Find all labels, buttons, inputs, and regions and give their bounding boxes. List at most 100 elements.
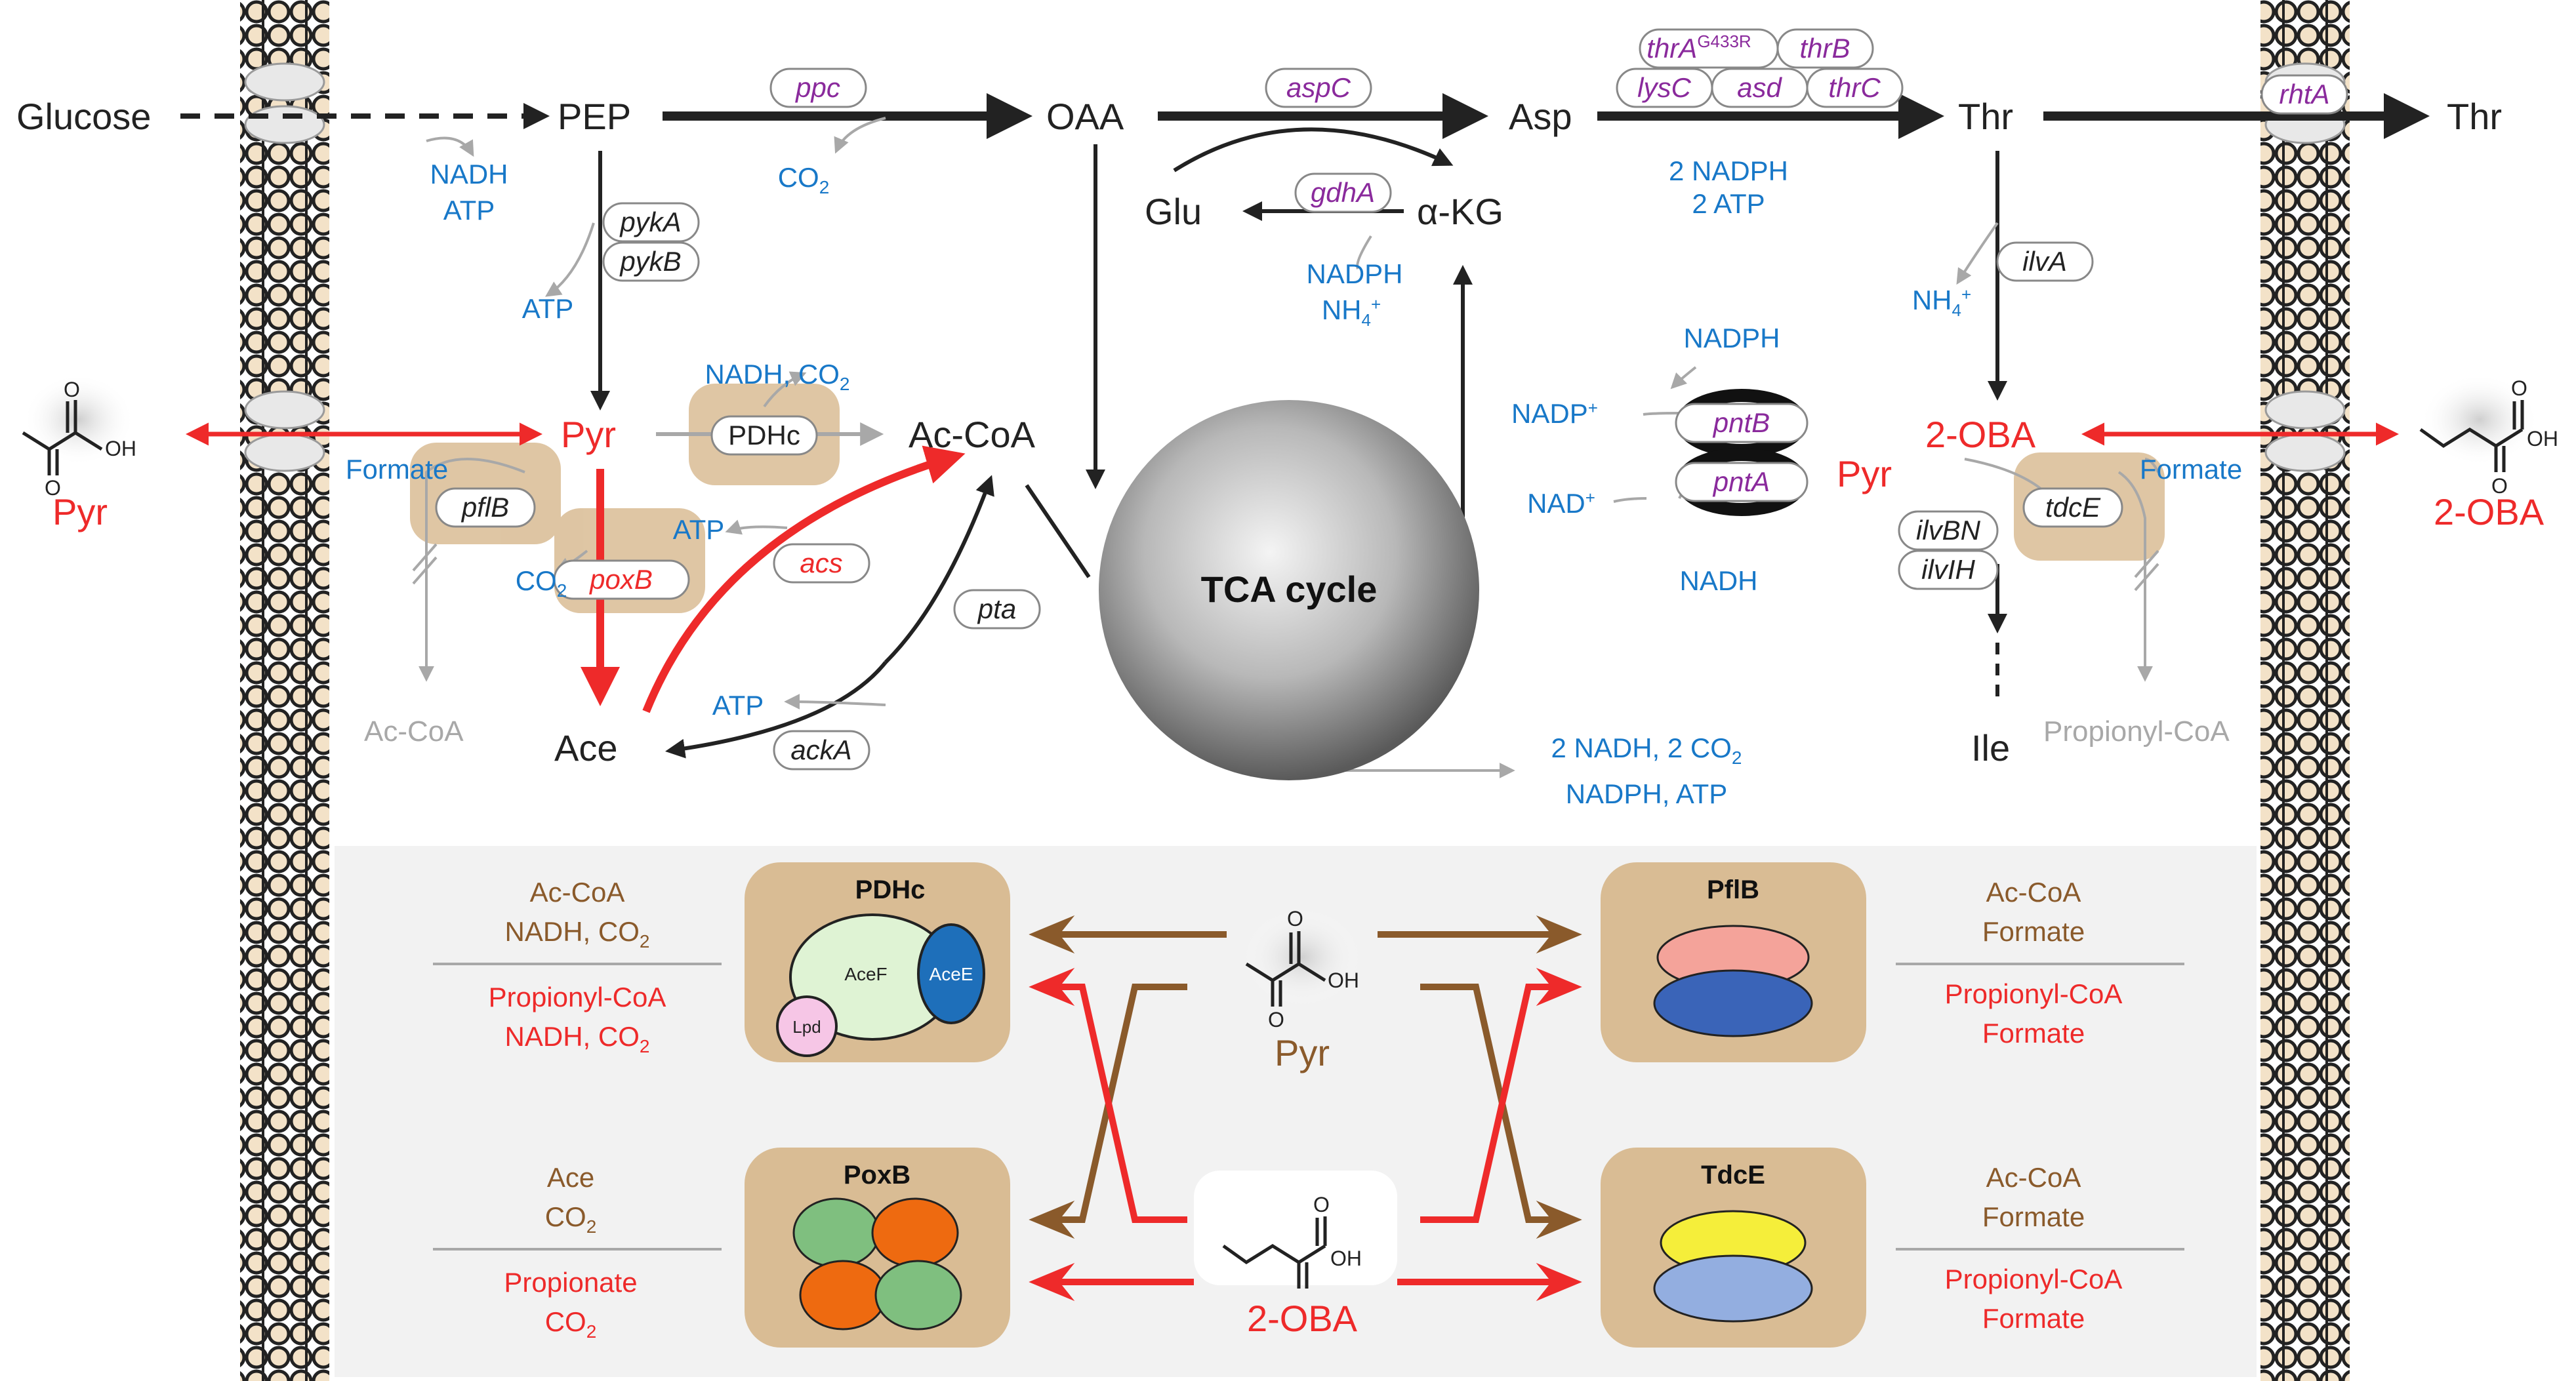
- gene-pills: [435, 28, 2348, 771]
- pep-label: PEP: [558, 96, 631, 137]
- svg-text:PoxB: PoxB: [844, 1161, 910, 1190]
- panel-pyr-label: Pyr: [1275, 1032, 1330, 1073]
- pdhc-oba-product-1: Propionyl-CoA: [489, 982, 666, 1012]
- tdce-pyr-product-2: Formate: [1982, 1201, 2085, 1232]
- nadh-co2-pdh-label: NADH, CO2: [705, 359, 850, 394]
- panel-dividers: [433, 963, 2184, 1251]
- accoa-label: Ac-CoA: [909, 414, 1036, 455]
- panel-pyruvate-structure: O O OH: [1243, 907, 1361, 1031]
- svg-text:O: O: [45, 476, 61, 500]
- glu-label: Glu: [1145, 191, 1202, 232]
- atp-pyk-label: ATP: [522, 293, 574, 324]
- asd-label: asd: [1737, 72, 1782, 103]
- main-arrows: [180, 93, 2430, 759]
- svg-text:PflB: PflB: [1707, 875, 1759, 904]
- gdha-label: gdhA: [1311, 177, 1375, 208]
- panel-arrows: [1029, 915, 1582, 1302]
- formate-right-label: Formate: [2140, 454, 2242, 485]
- pta-label: pta: [977, 593, 1016, 624]
- formate-left-label: Formate: [346, 454, 448, 485]
- nadph-pnt-label: NADPH: [1683, 323, 1780, 353]
- right-membrane: [2260, 0, 2350, 1381]
- svg-text:AceE: AceE: [930, 964, 973, 984]
- pyr-label: Pyr: [561, 414, 616, 455]
- pflb-oba-product-2: Formate: [1982, 1018, 2085, 1049]
- atp-acs-label: ATP: [673, 514, 725, 545]
- pnta-label: pntA: [1712, 466, 1770, 497]
- svg-text:O: O: [1268, 1008, 1284, 1031]
- oba-extracellular-label: 2-OBA: [2434, 491, 2545, 532]
- nadph-thr-label: 2 NADPH: [1669, 155, 1788, 186]
- pyruvate-structure-left: O O OH: [22, 374, 136, 500]
- poxb-pyr-product-2: CO2: [545, 1201, 597, 1237]
- poxb-oba-product-2: CO2: [545, 1306, 597, 1342]
- svg-text:O: O: [2491, 474, 2508, 498]
- poxb-label: poxB: [588, 564, 653, 595]
- oba-label: 2-OBA: [1925, 414, 2036, 455]
- nadh-pnt-label: NADH: [1679, 565, 1757, 596]
- svg-text:OH: OH: [105, 437, 136, 460]
- thr-extracellular-label: Thr: [2447, 96, 2502, 137]
- thra-label: thrAG433R: [1646, 31, 1751, 64]
- nadh-label: NADH: [430, 159, 508, 190]
- akg-label: α-KG: [1417, 191, 1503, 232]
- atp-ack-label: ATP: [712, 690, 764, 721]
- pflb-oba-product-1: Propionyl-CoA: [1945, 978, 2123, 1009]
- panel-oba-structure: O OH: [1194, 1171, 1397, 1289]
- oba-structure-right: O O OH: [2419, 374, 2558, 498]
- pdhc-label: PDHc: [728, 420, 800, 450]
- nadph-gdh-label: NADPH: [1306, 258, 1402, 289]
- panel-oba-label: 2-OBA: [1247, 1298, 1358, 1339]
- acs-label: acs: [800, 548, 842, 578]
- svg-text:O: O: [2511, 376, 2527, 400]
- co2-poxb-label: CO2: [516, 565, 567, 601]
- atp-thr-label: 2 ATP: [1692, 188, 1765, 219]
- co2-ppc-label: CO2: [778, 162, 830, 197]
- lysc-label: lysC: [1637, 72, 1691, 103]
- acka-label: ackA: [790, 734, 851, 765]
- svg-text:Lpd: Lpd: [792, 1017, 821, 1037]
- thrb-label: thrB: [1799, 33, 1850, 64]
- thrc-label: thrC: [1828, 72, 1881, 103]
- poxb-card: PoxB: [745, 1148, 1010, 1348]
- pflb-label: pflB: [460, 492, 509, 523]
- aspc-label: aspC: [1286, 72, 1351, 103]
- svg-text:OH: OH: [1330, 1247, 1362, 1270]
- tdce-label: tdcE: [2045, 492, 2101, 523]
- tdce-card: TdcE: [1601, 1148, 1866, 1348]
- svg-text:OH: OH: [1328, 969, 1359, 992]
- pflb-pyr-product-2: Formate: [1982, 916, 2085, 947]
- tdce-pyr-product-1: Ac-CoA: [1986, 1162, 2081, 1193]
- pdhc-oba-product-2: NADH, CO2: [505, 1021, 650, 1056]
- nadp-label: NADP+: [1511, 398, 1598, 429]
- svg-text:TdcE: TdcE: [1701, 1161, 1765, 1190]
- svg-text:OH: OH: [2527, 427, 2558, 450]
- pyr-extracellular-label: Pyr: [52, 491, 108, 532]
- tca-cycle-sphere: [1099, 400, 1479, 780]
- ilvih-label: ilvIH: [1921, 554, 1975, 585]
- pntb-label: pntB: [1712, 407, 1770, 438]
- svg-text:O: O: [64, 378, 80, 401]
- ppc-label: ppc: [794, 72, 840, 103]
- ile-label: Ile: [1971, 727, 2010, 769]
- ace-label: Ace: [554, 727, 618, 769]
- nh4-gdh-label: NH4+: [1322, 294, 1381, 330]
- oaa-label: OAA: [1046, 96, 1124, 137]
- atp-label: ATP: [443, 195, 495, 226]
- pyka-label: pykA: [619, 207, 681, 237]
- glucose-label: Glucose: [16, 96, 151, 137]
- asp-label: Asp: [1509, 96, 1572, 137]
- poxb-oba-product-1: Propionate: [504, 1267, 637, 1298]
- svg-text:AceF: AceF: [844, 964, 887, 984]
- thr-label: Thr: [1958, 96, 2013, 137]
- accoa-grey-label: Ac-CoA: [364, 715, 464, 748]
- poxb-pyr-product-1: Ace: [547, 1162, 594, 1193]
- pflb-pyr-product-1: Ac-CoA: [1986, 877, 2081, 908]
- tdce-oba-product-2: Formate: [1982, 1303, 2085, 1334]
- nh4-ilva-label: NH4+: [1912, 285, 1971, 320]
- svg-text:PDHc: PDHc: [855, 875, 926, 904]
- nad-label: NAD+: [1527, 488, 1595, 519]
- pdhc-pyr-product-1: Ac-CoA: [530, 877, 625, 908]
- tca-cycle-label: TCA cycle: [1201, 569, 1378, 610]
- ilvbn-label: ilvBN: [1916, 515, 1981, 546]
